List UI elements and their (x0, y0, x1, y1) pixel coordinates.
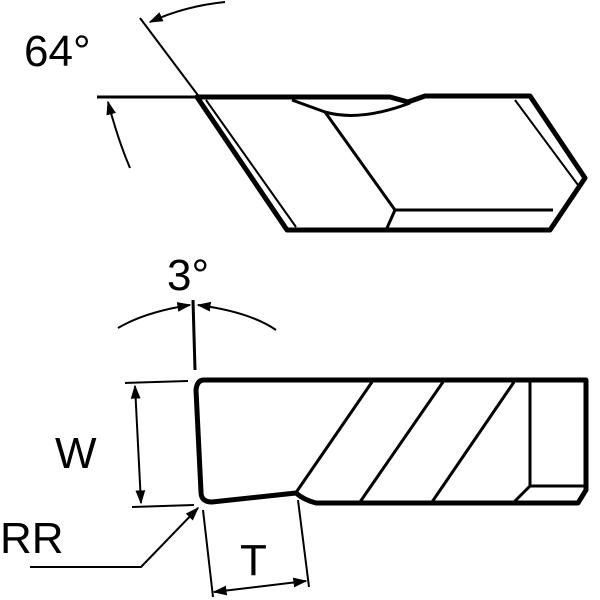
angle-line (139, 17, 201, 99)
end-face-diag (512, 484, 532, 504)
bottom-face-corner (385, 209, 397, 229)
side-view (30, 299, 589, 598)
cutting-edge (205, 99, 297, 228)
right-edge (514, 99, 579, 186)
w-ext-bottom (131, 504, 195, 508)
clearance-arc-left (117, 302, 192, 329)
stripe-1 (293, 381, 374, 495)
rr-leader (30, 506, 199, 568)
w-ext-top (124, 380, 189, 384)
w-dim-line (130, 384, 146, 505)
corner-radius-label: RR (0, 514, 64, 563)
top-view (97, 1, 588, 233)
t-dim-line (212, 577, 308, 596)
top-view-outline (194, 93, 588, 233)
chip-breaker-curve (291, 98, 411, 117)
thickness-label: T (240, 536, 267, 585)
stripe-2 (358, 381, 445, 503)
side-view-outline (193, 377, 589, 506)
stripe-3 (430, 381, 516, 503)
angle-arc-top (148, 1, 226, 23)
width-label: W (55, 429, 97, 478)
chipbreaker-diagonal (323, 111, 397, 211)
t-ext-right (297, 499, 310, 588)
angle-64-label: 64° (24, 27, 91, 76)
clearance-ref-line (191, 299, 197, 371)
clearance-angle-label: 3° (167, 251, 209, 300)
clearance-arc-right (196, 301, 277, 331)
angle-arc-left (106, 100, 131, 169)
t-ext-left (202, 509, 214, 598)
